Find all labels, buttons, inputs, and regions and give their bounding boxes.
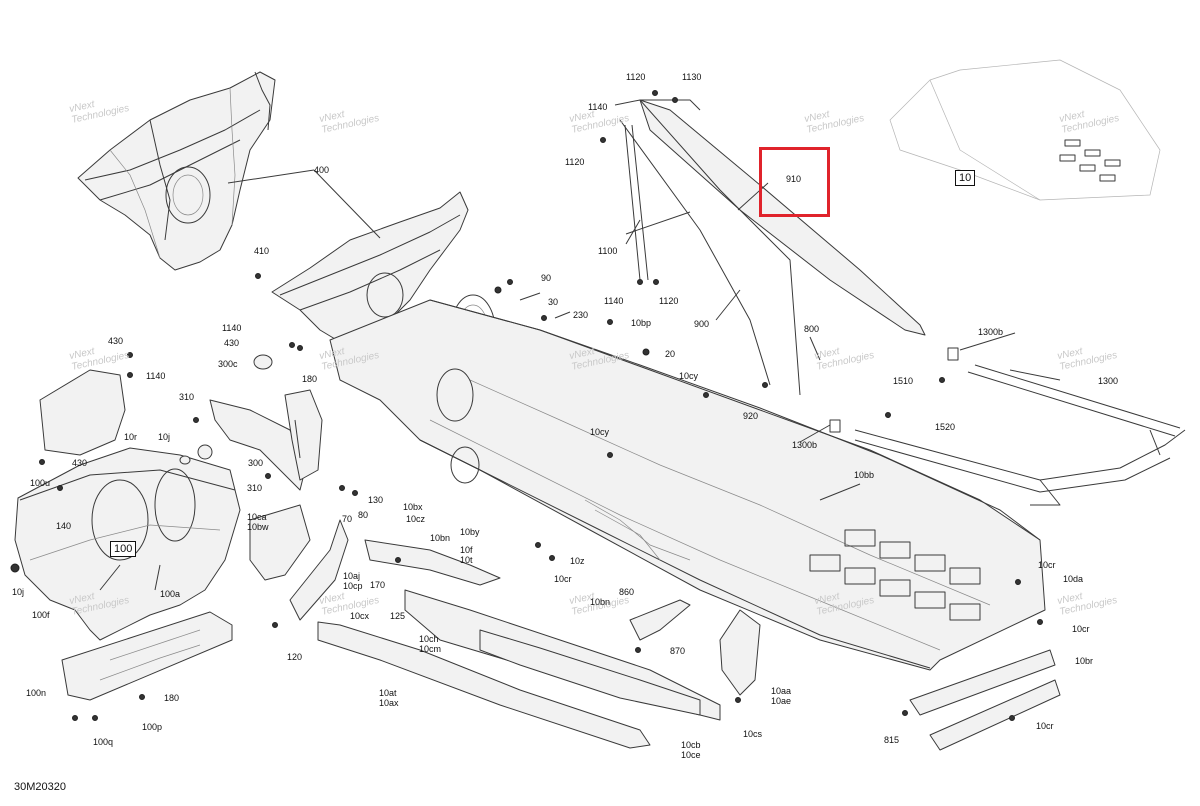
part-label[interactable]: 300c bbox=[218, 359, 238, 369]
part-label[interactable]: 10cr bbox=[554, 574, 572, 584]
part-label[interactable]: 1120 bbox=[626, 72, 646, 82]
part-label[interactable]: 180 bbox=[164, 693, 180, 703]
part-label[interactable]: 10bx bbox=[403, 502, 423, 512]
part-label[interactable]: 180 bbox=[302, 374, 318, 384]
part-label[interactable]: 90 bbox=[541, 273, 552, 283]
part-label[interactable]: 860 bbox=[619, 587, 635, 597]
part-label[interactable]: 20 bbox=[665, 349, 676, 359]
part-label[interactable]: 130 bbox=[368, 495, 384, 505]
upper-rails bbox=[614, 99, 926, 396]
part-label[interactable]: 10br bbox=[1075, 656, 1094, 666]
hardware-fasteners bbox=[10, 90, 1043, 721]
part-label[interactable]: 10cr bbox=[1072, 624, 1090, 634]
part-label[interactable]: 310 bbox=[179, 392, 195, 402]
part-label[interactable]: 1520 bbox=[935, 422, 956, 432]
part-label[interactable]: 10cs bbox=[743, 729, 763, 739]
part-label[interactable]: 1140 bbox=[588, 102, 608, 112]
side-plate bbox=[39, 369, 126, 456]
boxed-ref-100[interactable]: 100 bbox=[110, 541, 137, 557]
part-label[interactable]: 10at 10ax bbox=[379, 688, 399, 708]
part-label[interactable]: 1300b bbox=[978, 327, 1004, 337]
part-label[interactable]: 10by bbox=[460, 527, 480, 537]
part-label[interactable]: 815 bbox=[884, 735, 900, 745]
front-frame-upper bbox=[77, 71, 276, 271]
diagram-code: 30M20320 bbox=[14, 781, 66, 793]
part-label[interactable]: 100a bbox=[160, 589, 181, 599]
part-label[interactable]: 400 bbox=[314, 165, 330, 175]
part-label[interactable]: 10cx bbox=[350, 611, 370, 621]
part-label[interactable]: 10bp bbox=[631, 318, 652, 328]
part-label[interactable]: 10r bbox=[124, 432, 138, 442]
part-label[interactable]: 920 bbox=[743, 411, 759, 421]
part-label[interactable]: 230 bbox=[573, 310, 589, 320]
part-label[interactable]: 100p bbox=[142, 722, 163, 732]
part-label[interactable]: 10cb 10ce bbox=[681, 740, 701, 760]
rear-bumper bbox=[829, 347, 1186, 506]
part-label[interactable]: 100u bbox=[30, 478, 51, 488]
part-label[interactable]: 140 bbox=[56, 521, 72, 531]
part-label[interactable]: 300 bbox=[248, 458, 264, 468]
part-label[interactable]: 1130 bbox=[682, 72, 702, 82]
part-label[interactable]: 30 bbox=[548, 297, 559, 307]
part-label[interactable]: 125 bbox=[390, 611, 406, 621]
part-label[interactable]: 1140 bbox=[604, 296, 624, 306]
part-label[interactable]: 10f 10t bbox=[460, 545, 473, 565]
part-label[interactable]: 1300 bbox=[1098, 376, 1119, 386]
part-label[interactable]: 10j bbox=[158, 432, 171, 442]
part-label[interactable]: 120 bbox=[287, 652, 303, 662]
part-label[interactable]: 10cy bbox=[679, 371, 699, 381]
part-label[interactable]: 900 bbox=[694, 319, 710, 329]
part-label[interactable]: 1120 bbox=[565, 157, 585, 167]
steering-support bbox=[209, 389, 323, 491]
part-label[interactable]: 170 bbox=[370, 580, 386, 590]
part-label[interactable]: 800 bbox=[804, 324, 820, 334]
part-label[interactable]: 70 bbox=[342, 514, 353, 524]
top-right-tunnel bbox=[889, 59, 1161, 201]
lower-running-boards bbox=[249, 504, 1061, 751]
part-label[interactable]: 1100 bbox=[598, 246, 618, 256]
highlight-box-910 bbox=[759, 147, 830, 217]
part-label[interactable]: 10ca 10bw bbox=[247, 512, 269, 532]
part-label[interactable]: 1300b bbox=[792, 440, 818, 450]
leader-lines bbox=[99, 169, 1061, 591]
part-label[interactable]: 430 bbox=[72, 458, 88, 468]
part-label[interactable]: 430 bbox=[224, 338, 240, 348]
part-label[interactable]: 10cr bbox=[1038, 560, 1056, 570]
part-label[interactable]: 10da bbox=[1063, 574, 1084, 584]
main-tunnel bbox=[329, 299, 1046, 671]
part-label[interactable]: 10aj 10cp bbox=[343, 571, 363, 591]
part-label[interactable]: 100f bbox=[32, 610, 50, 620]
part-label[interactable]: 10aa 10ae bbox=[771, 686, 792, 706]
part-label[interactable]: 10cz bbox=[406, 514, 426, 524]
part-label[interactable]: 100q bbox=[93, 737, 114, 747]
part-label[interactable]: 1140 bbox=[222, 323, 242, 333]
boxed-ref-10[interactable]: 10 bbox=[955, 170, 976, 186]
part-label[interactable]: 10bn bbox=[430, 533, 451, 543]
part-label[interactable]: 10j bbox=[12, 587, 25, 597]
part-label[interactable]: 870 bbox=[670, 646, 686, 656]
part-label[interactable]: 10ch 10cm bbox=[419, 634, 442, 654]
part-label[interactable]: 100n bbox=[26, 688, 47, 698]
part-label[interactable]: 10cr bbox=[1036, 721, 1054, 731]
part-label[interactable]: 1120 bbox=[659, 296, 679, 306]
part-label[interactable]: 1510 bbox=[893, 376, 914, 386]
part-label[interactable]: 410 bbox=[254, 246, 270, 256]
part-label[interactable]: 10bn bbox=[590, 597, 611, 607]
part-label[interactable]: 10bb bbox=[854, 470, 875, 480]
part-label[interactable]: 310 bbox=[247, 483, 263, 493]
bottom-plate bbox=[61, 611, 233, 701]
part-label[interactable]: 1140 bbox=[146, 371, 166, 381]
part-label[interactable]: 80 bbox=[358, 510, 369, 520]
part-label[interactable]: 10z bbox=[570, 556, 585, 566]
part-label[interactable]: 910 bbox=[786, 174, 802, 184]
part-label[interactable]: 10cy bbox=[590, 427, 610, 437]
part-label[interactable]: 430 bbox=[108, 336, 124, 346]
